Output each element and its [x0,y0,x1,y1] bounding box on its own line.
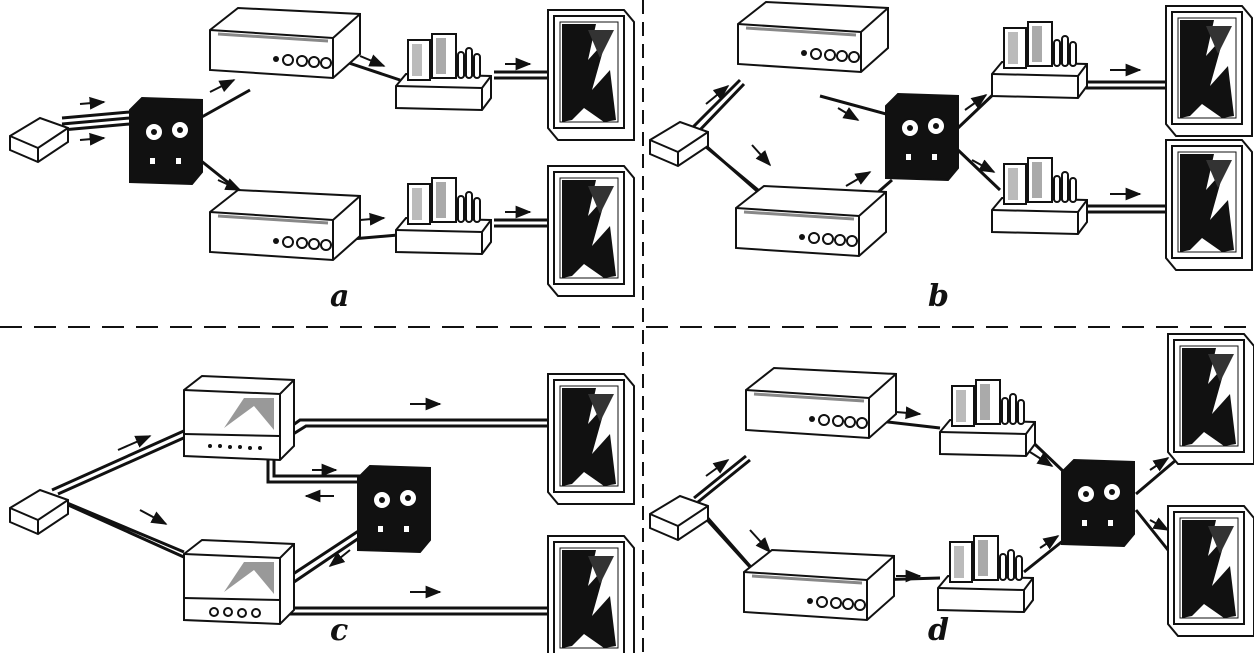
panel-a-diagram [9,6,635,297]
panel-b-diagram [649,0,1253,271]
panel-c-diagram [9,373,635,653]
panel-label-c: c [330,613,349,648]
panel-d-diagram [649,333,1254,637]
panel-label-d: d [928,613,949,648]
panel-label-a: a [330,279,350,314]
panel-label-b: b [928,279,949,314]
